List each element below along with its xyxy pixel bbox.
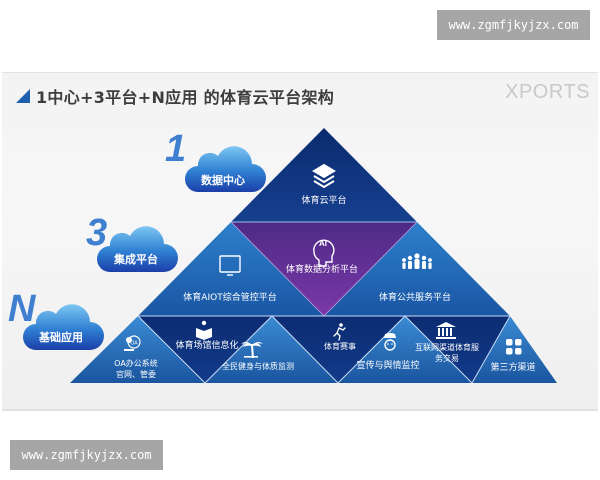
slide-title-text: 1中心+3平台+N应用 的体育云平台架构 bbox=[36, 88, 335, 107]
tier1-label: 体育云平台 bbox=[301, 196, 347, 206]
runner-icon bbox=[333, 323, 346, 341]
tier3-3 bbox=[205, 316, 338, 383]
tier2-label-analytics: 体育数据分析平台 bbox=[285, 265, 359, 275]
tier2-middle bbox=[231, 222, 417, 316]
tier3-label-internet-line2: 务交易 bbox=[435, 354, 459, 363]
tier3-4 bbox=[272, 316, 405, 383]
police-face-icon bbox=[384, 333, 396, 351]
tier3-label-oa-line1: OA办公系统 bbox=[114, 359, 158, 368]
tier3-label-events: 体育赛事 bbox=[324, 342, 356, 351]
tier3-label-venue: 体育场馆信息化 bbox=[175, 341, 239, 351]
tier3-label-third-party: 第三方渠道 bbox=[490, 363, 536, 373]
cloud-data-center bbox=[185, 146, 266, 192]
tier3-label-internet-line1: 互联网渠道体育服 bbox=[415, 343, 479, 352]
monitor-icon bbox=[219, 255, 241, 276]
legend-number-1: 1 bbox=[165, 128, 187, 170]
ai-head-icon bbox=[313, 239, 335, 267]
people-group-icon bbox=[402, 253, 432, 269]
tier2-left bbox=[138, 222, 324, 316]
cloud-label-base-applications: 基础应用 bbox=[39, 331, 83, 344]
legend-number-3: 3 bbox=[86, 212, 108, 254]
tier3-label-fitness: 全民健身与体质监测 bbox=[222, 362, 294, 371]
tier3-1 bbox=[70, 316, 205, 383]
svg-text:AI: AI bbox=[319, 239, 327, 248]
watermark-bottom: www.zgmfjkyjzx.com bbox=[10, 440, 163, 470]
tier2-label-aiot: 体育AIOT综合管控平台 bbox=[183, 293, 277, 303]
tier3-label-oa: OA办公系统 官网、管委 bbox=[114, 358, 158, 380]
tier3-2 bbox=[138, 316, 272, 383]
oa-stamp-icon: OA bbox=[124, 335, 141, 351]
tier3-6 bbox=[405, 316, 510, 383]
title-triangle-icon bbox=[16, 89, 30, 103]
cloud-integration-platform bbox=[97, 226, 178, 272]
tier2-label-public-service: 体育公共服务平台 bbox=[378, 293, 452, 303]
tier3-5 bbox=[338, 316, 472, 383]
brand-logo: XPORTS bbox=[505, 81, 590, 103]
legend-number-n: N bbox=[8, 288, 36, 330]
tier3-label-oa-line2: 官网、管委 bbox=[115, 370, 156, 379]
tier3-label-publicity: 宣传与舆情监控 bbox=[356, 361, 420, 371]
cloud-label-data-center: 数据中心 bbox=[201, 174, 245, 187]
cloud-base-applications bbox=[23, 304, 104, 350]
svg-text:OA: OA bbox=[130, 341, 138, 347]
reader-icon bbox=[196, 320, 212, 340]
slide-title: 1中心+3平台+N应用 的体育云平台架构 bbox=[16, 85, 334, 107]
app-grid-icon bbox=[506, 339, 522, 355]
tier3-7 bbox=[472, 316, 557, 383]
bank-building-icon bbox=[436, 322, 456, 339]
layers-icon bbox=[312, 163, 336, 189]
watermark-top: www.zgmfjkyjzx.com bbox=[437, 10, 590, 40]
palm-tree-icon bbox=[241, 342, 263, 358]
cloud-label-integration-platform: 集成平台 bbox=[114, 253, 158, 266]
tier3-label-internet-channel: 互联网渠道体育服 务交易 bbox=[415, 342, 479, 364]
